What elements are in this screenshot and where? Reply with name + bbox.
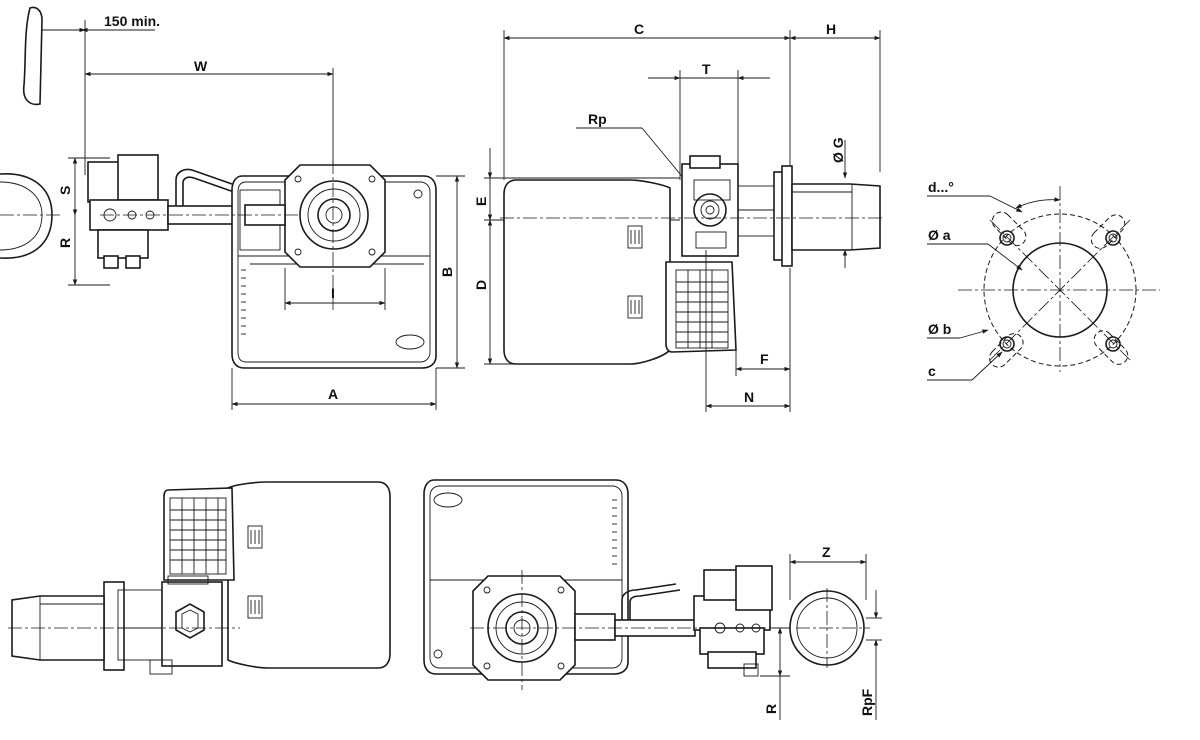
dim-a-label: Ø a (928, 227, 951, 243)
dim-I-label: I (331, 285, 335, 301)
gas-valve-train (87, 154, 239, 269)
dim-R2-label: R (763, 704, 779, 714)
dim-D-label: D (473, 280, 489, 290)
dim-F-label: F (760, 351, 769, 367)
dim-b-label: Ø b (928, 321, 951, 337)
dim-S-label: S (57, 186, 73, 195)
dim-d-label: d...° (928, 179, 954, 195)
dim-A-label: A (328, 386, 338, 402)
front-view: 150 min. W S R (0, 6, 465, 410)
dim-R-label: R (57, 238, 73, 248)
dim-T-label: T (702, 61, 711, 77)
dim-E-label: E (473, 197, 489, 206)
dim-B-label: B (439, 267, 455, 277)
flange-detail: d...° Ø a Ø b c (927, 179, 1160, 381)
clearance-label: 150 min. (104, 13, 160, 29)
dim-RpF-label: RpF (859, 688, 875, 716)
bolt-slots (989, 211, 1129, 368)
burner-hood-side (503, 155, 881, 365)
dim-c-label: c (928, 363, 936, 379)
dim-H-label: H (826, 21, 836, 37)
dim-W-label: W (194, 58, 208, 74)
dim-Rp-label: Rp (588, 111, 607, 127)
burner-body-front (231, 164, 437, 369)
side-view: C H T Rp Ø G E D (473, 21, 885, 412)
dim-C-label: C (634, 21, 644, 37)
flange-left (0, 173, 53, 259)
dim-N-label: N (744, 389, 754, 405)
side-view-mirrored (8, 481, 391, 675)
gas-valve-train-2 (693, 565, 773, 677)
front-view-mirrored: Z R RpF (423, 479, 882, 720)
wall-section (22, 6, 43, 106)
dim-Z-label: Z (822, 544, 831, 560)
dim-G-label: Ø G (830, 137, 846, 163)
